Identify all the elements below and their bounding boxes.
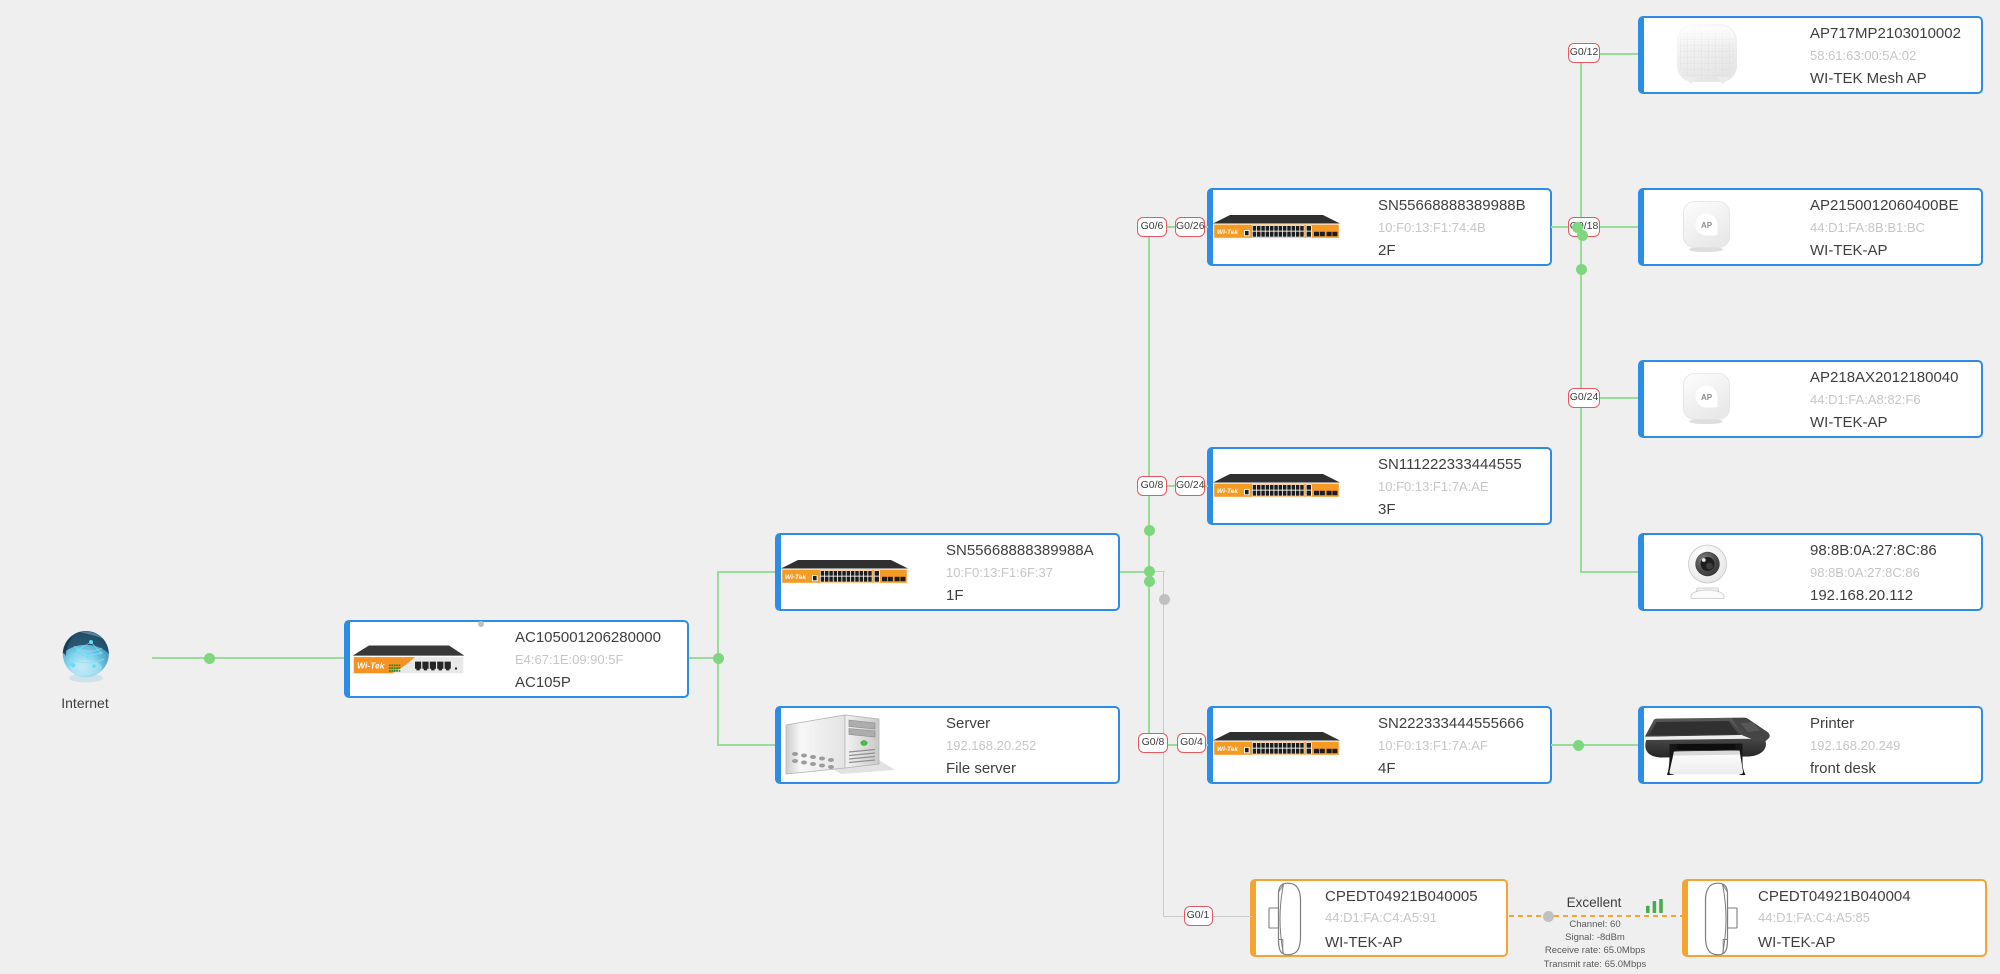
svg-text:Wi-Tek: Wi-Tek	[357, 661, 386, 671]
